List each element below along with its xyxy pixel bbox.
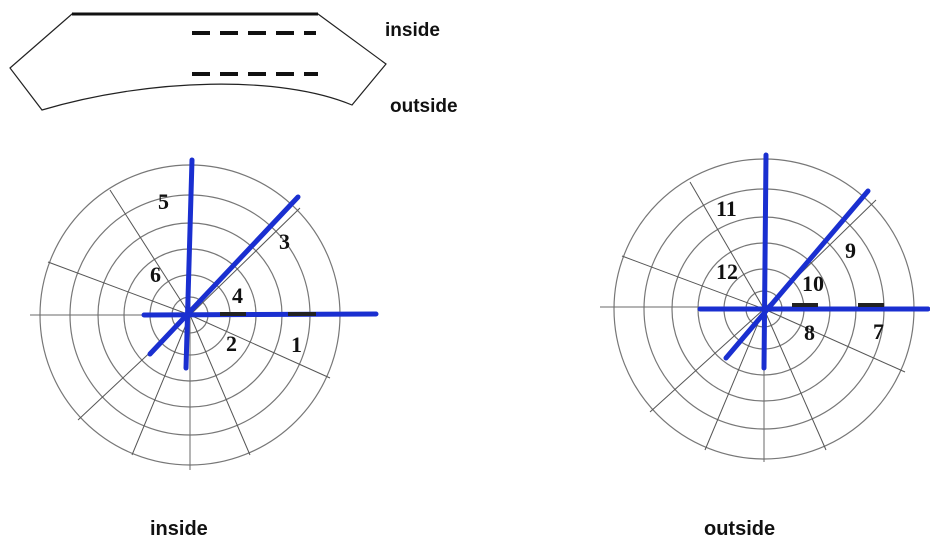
rosette-inside: 1 2 3 4 5 6 [30,157,379,470]
rosette-outside: 7 8 9 10 11 12 [600,152,930,462]
gauge-label-2: 2 [226,331,237,356]
spoke-b [621,255,765,310]
spoke-e [189,314,251,456]
spoke-b [47,261,191,316]
label-outside-top: outside [390,96,458,117]
spoke-e [763,308,827,451]
blue-horizontal-axis [141,311,379,318]
caption-outside: outside [704,518,775,540]
spoke-a [689,181,765,310]
spoke-f [763,308,906,373]
gauge-label-1: 1 [291,332,302,357]
gauge-label-9: 9 [845,238,856,263]
curved-specimen: inside outside [9,12,458,117]
gauge-label-11: 11 [716,196,737,221]
spoke-d [131,314,191,456]
blue-vertical-axis [761,152,769,371]
gauge-label-12: 12 [716,259,738,284]
spoke-g [189,207,301,316]
spoke-f [189,314,331,379]
gauge-label-7: 7 [873,319,884,344]
gauge-label-3: 3 [279,229,290,254]
blue-diagonal-axis [723,188,871,361]
specimen-outline [9,13,387,111]
gauge-label-4: 4 [232,283,243,308]
gauge-label-5: 5 [158,189,169,214]
spoke-a [109,189,191,316]
blue-vertical-axis [183,157,195,371]
gauge-label-8: 8 [804,320,815,345]
blue-diagonal-axis [147,194,301,357]
spoke-c [649,308,765,413]
spoke-d [704,308,765,451]
gauge-label-6: 6 [150,262,161,287]
gauge-label-10: 10 [802,271,824,296]
caption-inside: inside [150,518,208,540]
label-inside-top: inside [385,20,440,41]
